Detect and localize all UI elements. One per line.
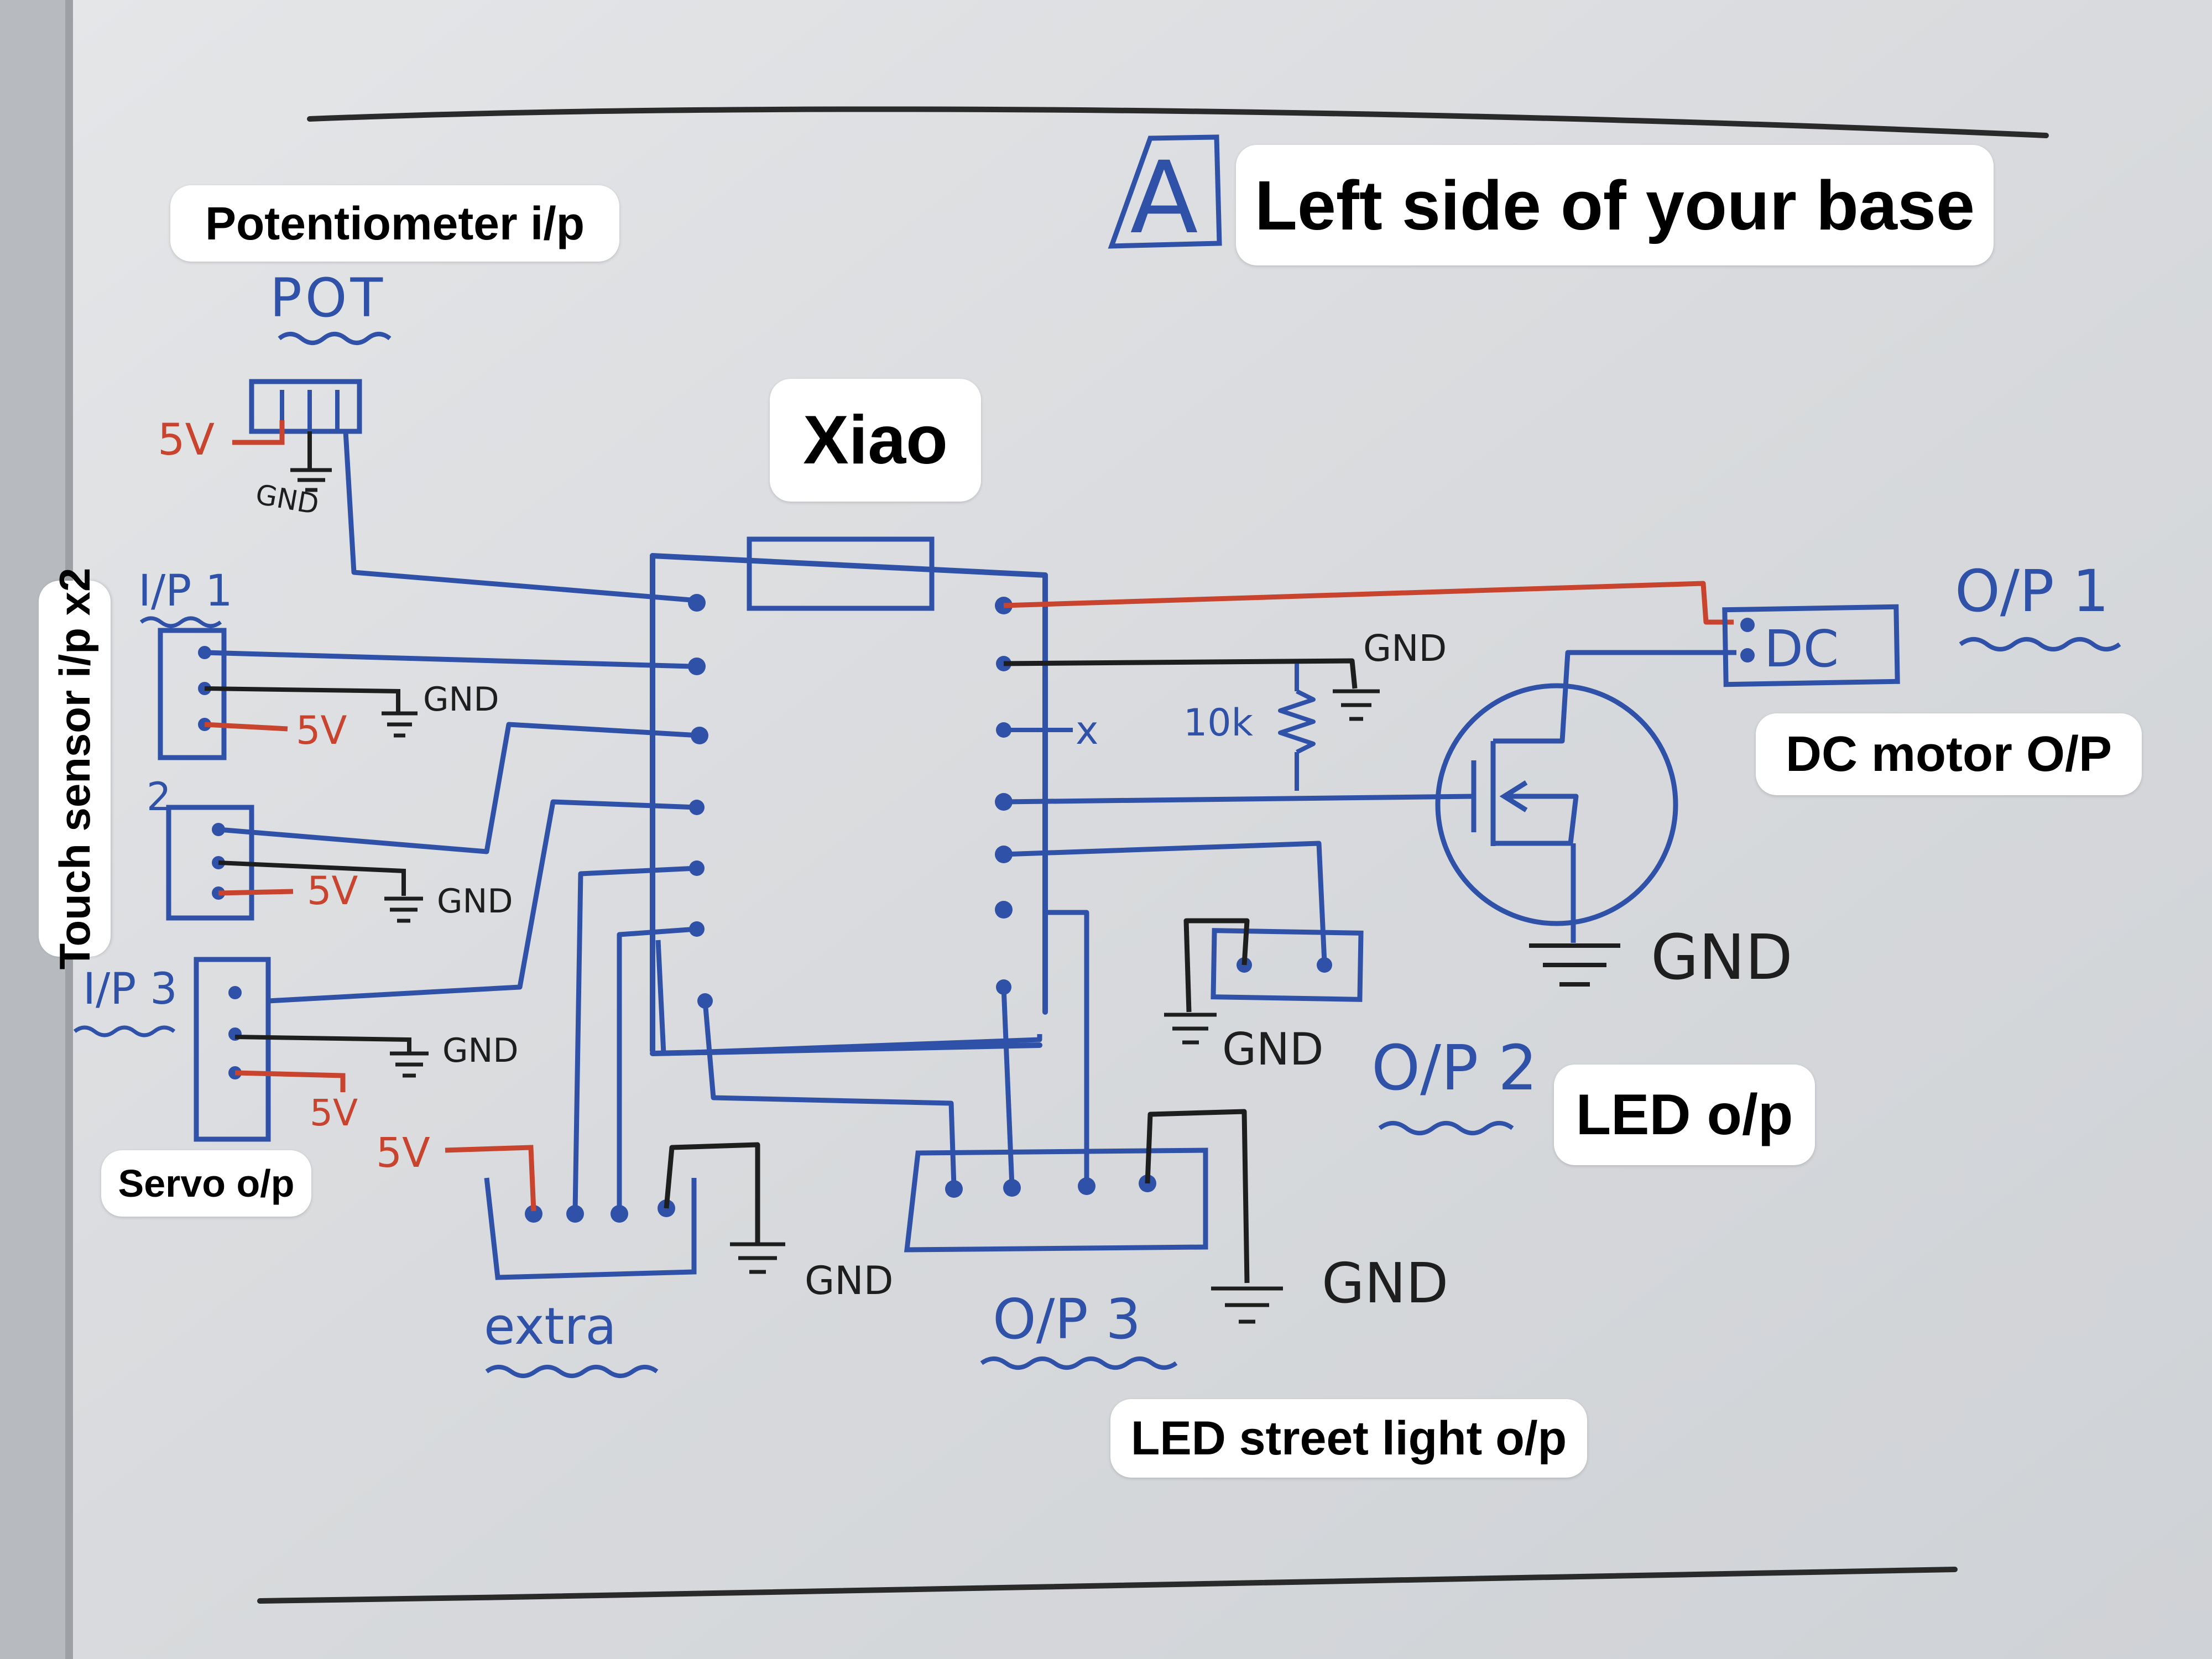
led-gnd-wire [1183,918,1250,1013]
touch2-gnd-label: GND [437,882,513,921]
street-light-sticker: LED street light o/p [1110,1399,1587,1478]
xiao-sticker: Xiao [770,379,981,502]
touch1-signal-wire [204,650,692,669]
pot-label: POT [270,267,386,329]
led-wire [1003,841,1327,963]
extra-wire-1 [572,865,697,1212]
op2-label: O/P 2 [1371,1032,1537,1104]
extra-gnd-label: GND [805,1258,894,1303]
servo-gnd-label: GND [442,1031,519,1070]
pot-signal-wire [343,431,692,603]
op3-underline [980,1357,1178,1370]
xiao-gnd-wire [1003,658,1358,689]
dc-pin-1 [1740,618,1755,632]
servo-signal-wire [268,799,697,1004]
extra-5v-label: 5V [376,1129,430,1177]
touch1-gnd-label: GND [423,680,499,719]
touch1-gnd-wire [204,686,400,713]
touch1-gnd-symbol [382,711,418,738]
extra-gnd-wire [664,1142,760,1244]
op3-connector [904,1147,1208,1253]
extra-label: extra [484,1297,617,1356]
touch1-5v-label: 5V [296,708,347,753]
mosfet-gnd-label: GND [1651,922,1793,994]
servo-5v-label: 5V [310,1092,358,1134]
touch-sensor-sticker: Touch sensor i/p x2 [39,568,111,969]
extra-underline [485,1365,659,1378]
pot-connector [249,379,362,434]
servo-gnd-symbol [390,1051,429,1078]
op1-label: O/P 1 [1955,557,2109,625]
op3-wire-3 [1001,987,1015,1187]
op3-pins [945,1175,1156,1198]
servo-gnd-wire [234,1035,411,1053]
xiao-usb-connector [747,536,935,611]
xiao-gnd-symbol [1333,689,1380,721]
dc-motor-connector [1722,604,1900,687]
servo-sticker: Servo o/p [101,1150,311,1217]
op3-wire-4 [1045,910,1089,1186]
op3-label: O/P 3 [993,1287,1141,1352]
op3-gnd-wire [1145,1109,1250,1284]
potentiometer-sticker: Potentiometer i/p [170,185,619,262]
servo-connector [194,957,271,1142]
op3-gnd-label: GND [1322,1251,1448,1316]
touch1-5v-wire [204,722,288,732]
ip3-label: I/P 3 [83,964,178,1014]
touch1-connector [158,628,227,760]
op1-underline [1959,637,2121,651]
mosfet-gnd-symbol [1529,943,1620,987]
extra-5v-wire [445,1145,536,1212]
touch2-gnd-wire [218,860,406,896]
led-connector [1211,928,1364,1002]
pot-5v-label: 5V [158,415,215,465]
ip3-underline [73,1025,176,1037]
pot-gnd-symbol [290,468,332,492]
extra-wire-2 [617,926,697,1211]
op3-gnd-symbol [1211,1286,1283,1324]
touch2-gnd-symbol [384,896,423,923]
resistor-10k [1278,689,1316,754]
xiao-gnd-label: GND [1363,627,1447,670]
dc-motor-sticker: DC motor O/P [1756,713,2142,795]
top-border-line [307,106,2049,138]
dc-pin-2 [1740,648,1755,662]
ip1-underline [139,616,222,628]
extra-gnd-symbol [730,1242,785,1274]
mosfet-source [1493,794,1579,846]
pot-underline [278,332,392,345]
resistor-label: 10k [1183,701,1254,745]
touch2-signal-wire [218,722,700,854]
mosfet-drain [1493,650,1736,744]
extra-connector [484,1177,697,1280]
touch2-5v-label: 5V [307,868,358,914]
op3-wire-2 [655,940,1042,1056]
mosfet-body [1435,683,1678,926]
title-sticker: Left side of your base [1236,145,1994,265]
dc-5v-wire [1003,581,1734,625]
led-sticker: LED o/p [1554,1065,1815,1165]
ip1-label: I/P 1 [138,566,233,616]
mosfet-arrow [1499,780,1528,812]
nc-mark: x [1076,708,1098,753]
gate-wire [1003,794,1474,805]
pot-5v-wire [232,420,285,445]
op2-underline [1378,1121,1514,1135]
bottom-border-line [257,1567,1958,1604]
servo-5v-wire [234,1070,346,1092]
dc-label: DC [1764,619,1839,679]
led-pin-2 [1317,957,1332,973]
led-gnd-symbol [1164,1013,1217,1045]
board-letter-box [1108,134,1222,249]
led-gnd-label: GND [1222,1024,1323,1075]
board-letter: A [1130,140,1198,256]
touch2-5v-wire [218,889,294,896]
